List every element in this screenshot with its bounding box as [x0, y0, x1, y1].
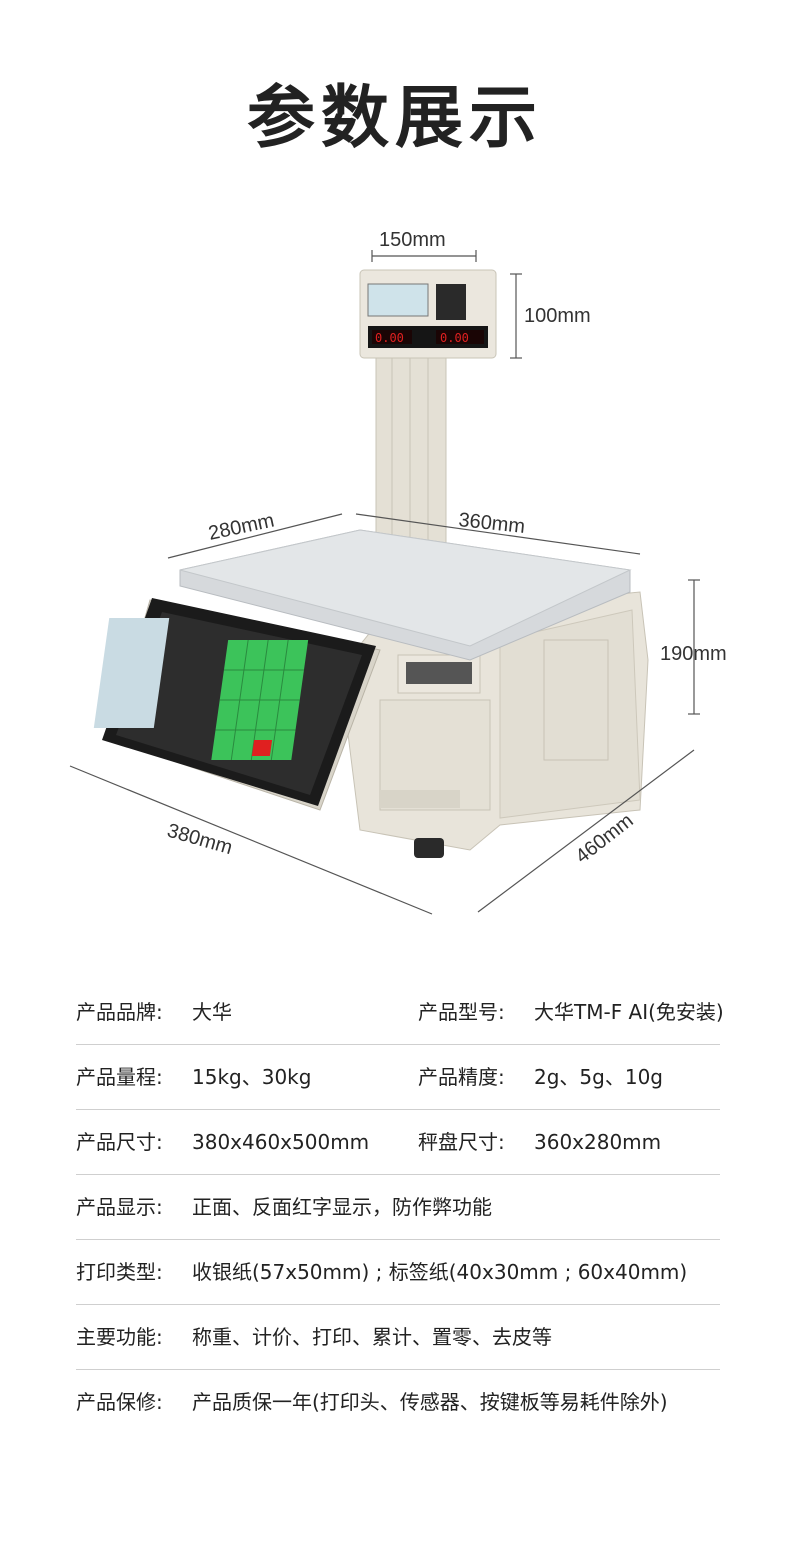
spec-label: 产品显示: — [76, 1195, 163, 1219]
spec-value: 2g、5g、10g — [534, 1065, 663, 1089]
spec-table: 产品品牌: 大华 产品型号: 大华TM-F AI(免安装) 产品量程: 15kg… — [76, 980, 724, 1434]
spec-value: 产品质保一年(打印头、传感器、按键板等易耗件除外) — [192, 1390, 668, 1414]
spec-value: 380x460x500mm — [192, 1130, 370, 1154]
spec-label: 产品量程: — [76, 1065, 163, 1089]
spec-row: 打印类型: 收银纸(57x50mm) ; 标签纸(40x30mm ; 60x40… — [76, 1240, 720, 1305]
weighing-platter — [179, 529, 632, 661]
dim-150: 150mm — [379, 229, 446, 251]
spec-row: 产品保修: 产品质保一年(打印头、传感器、按键板等易耗件除外) — [76, 1370, 720, 1434]
spec-value: 大华TM-F AI(免安装) — [534, 1000, 724, 1024]
dimension-lines — [69, 250, 700, 915]
spec-value: 大华 — [192, 1000, 232, 1024]
spec-label: 产品品牌: — [76, 1000, 163, 1024]
left-led-readout: 0.00 — [375, 331, 404, 345]
spec-row: 主要功能: 称重、计价、打印、累计、置零、去皮等 — [76, 1305, 720, 1370]
spec-row: 产品显示: 正面、反面红字显示，防作弊功能 — [76, 1175, 720, 1240]
spec-row: 产品品牌: 大华 产品型号: 大华TM-F AI(免安装) — [76, 980, 724, 1045]
dim-100: 100mm — [524, 305, 591, 327]
spec-value: 360x280mm — [534, 1130, 662, 1154]
dim-360: 360mm — [457, 509, 526, 538]
spec-value: 称重、计价、打印、累计、置零、去皮等 — [192, 1325, 552, 1349]
spec-row: 产品量程: 15kg、30kg 产品精度: 2g、5g、10g — [76, 1045, 720, 1110]
scale-body — [339, 591, 649, 858]
spec-row: 产品尺寸: 380x460x500mm 秤盘尺寸: 360x280mm — [76, 1110, 720, 1175]
dim-190: 190mm — [660, 643, 727, 665]
spec-label: 产品精度: — [418, 1065, 505, 1089]
front-touchscreen — [93, 598, 381, 811]
scale-illustration: 0.00 0.00 — [0, 200, 790, 940]
spec-value: 收银纸(57x50mm) ; 标签纸(40x30mm ; 60x40mm) — [192, 1260, 688, 1284]
display-pole — [375, 349, 447, 551]
page-title: 参数展示 — [246, 79, 543, 158]
spec-label: 产品尺寸: — [76, 1130, 163, 1154]
spec-label: 打印类型: — [76, 1260, 163, 1284]
spec-value: 15kg、30kg — [192, 1065, 312, 1089]
right-led-readout: 0.00 — [440, 331, 469, 345]
spec-label: 秤盘尺寸: — [418, 1130, 505, 1154]
dim-460: 460mm — [572, 810, 638, 868]
scale-drawing: 0.00 0.00 — [69, 229, 727, 915]
dim-380: 380mm — [165, 820, 235, 860]
spec-label: 产品保修: — [76, 1390, 163, 1414]
spec-label: 主要功能: — [76, 1325, 163, 1349]
rear-display-head: 0.00 0.00 — [359, 269, 497, 359]
spec-value: 正面、反面红字显示，防作弊功能 — [192, 1195, 492, 1219]
spec-label: 产品型号: — [418, 1000, 505, 1024]
